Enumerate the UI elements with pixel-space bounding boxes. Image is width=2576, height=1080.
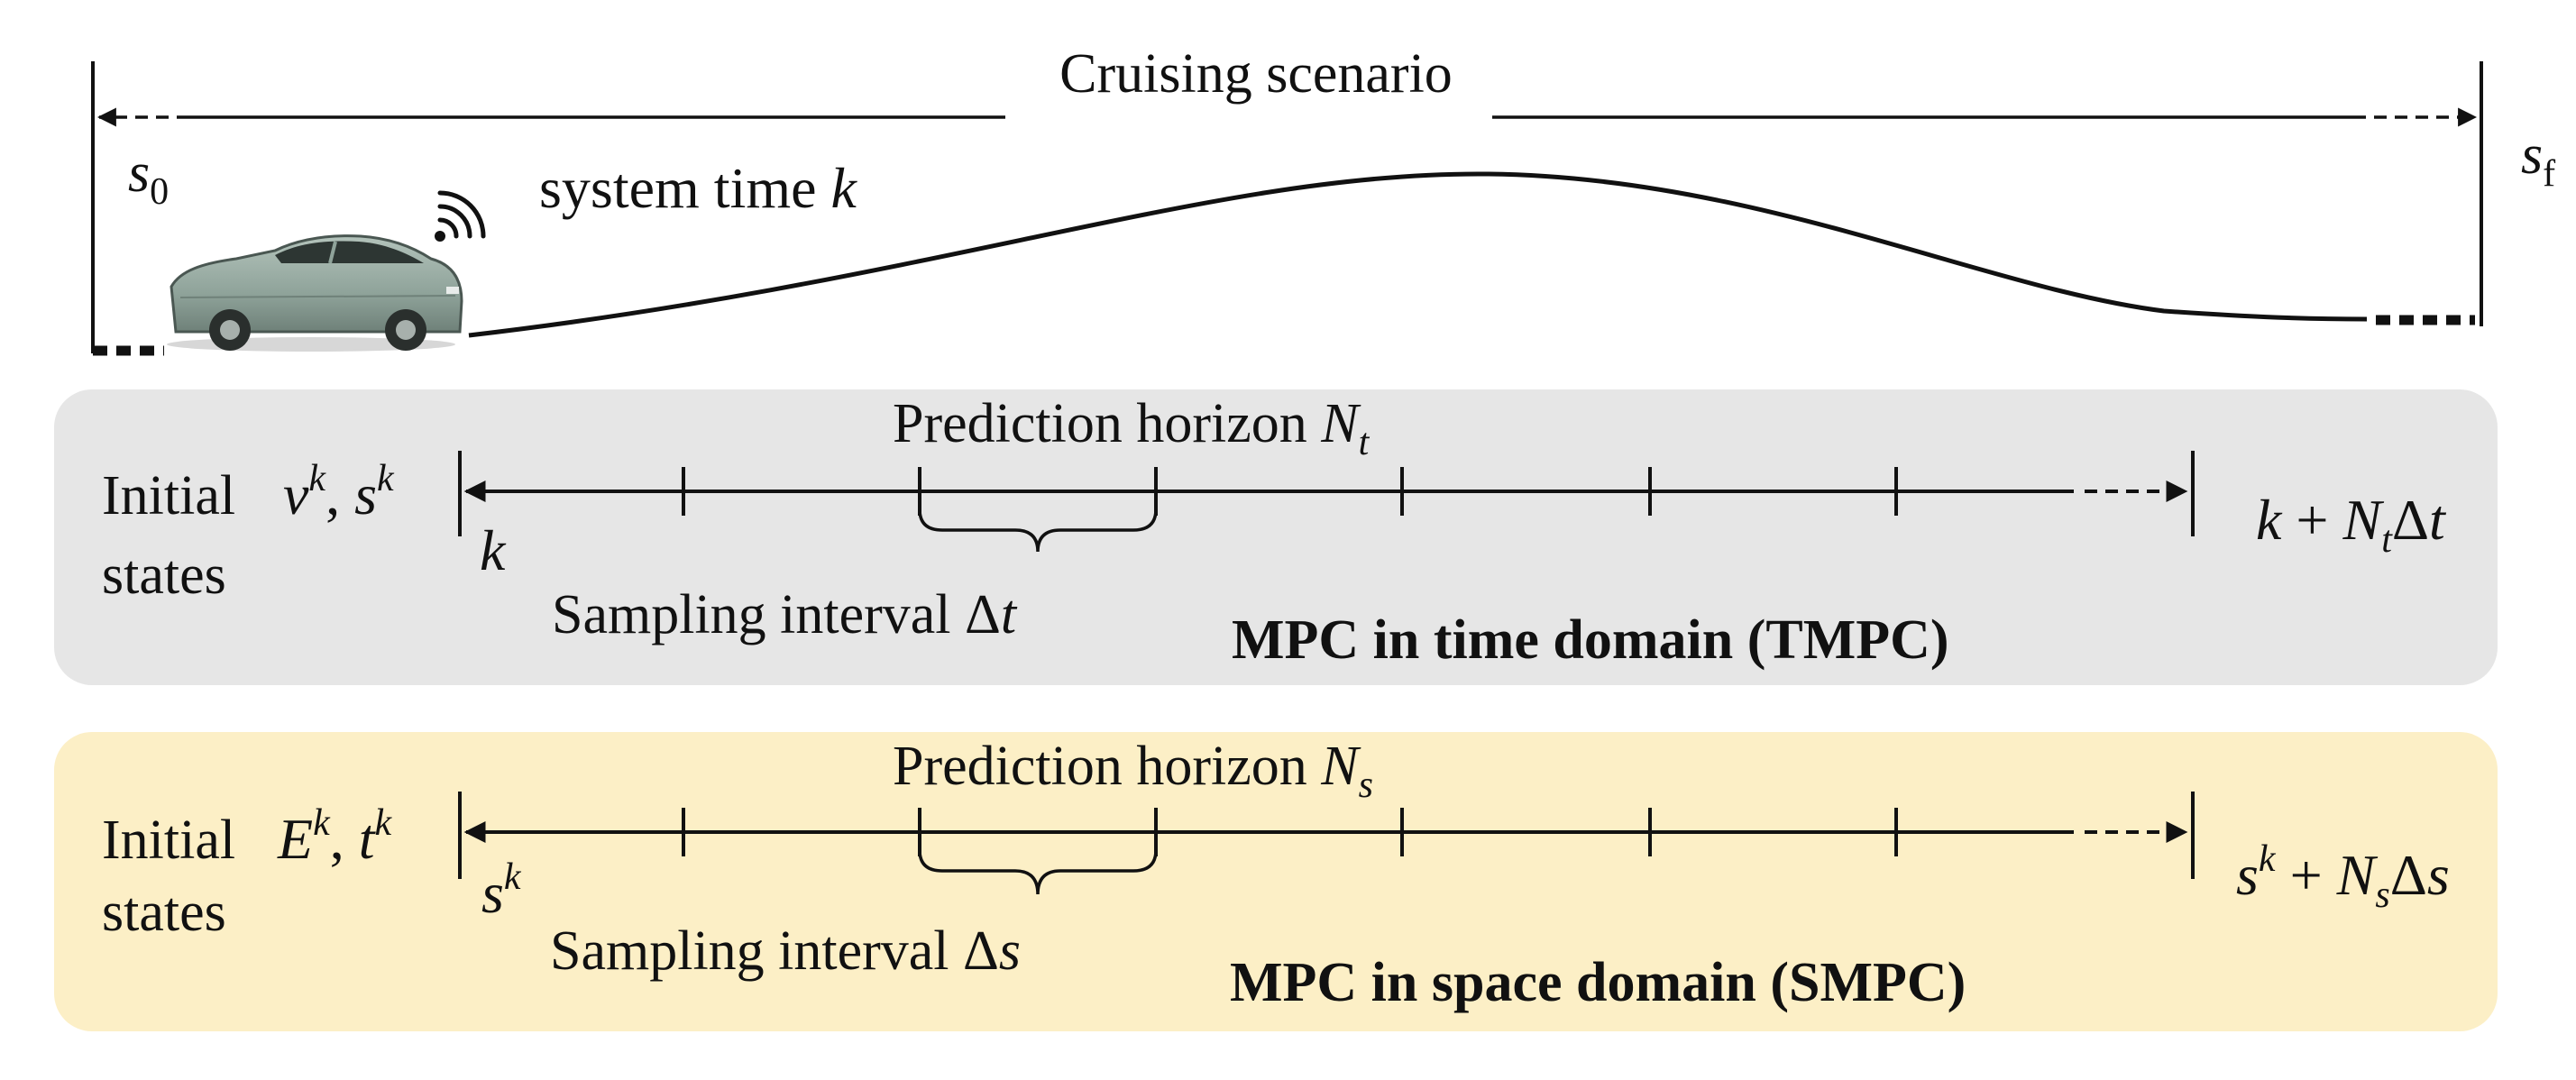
smpc-start-sup: k <box>504 856 522 898</box>
smpc-horizon-text: Prediction horizon <box>893 736 1321 797</box>
smpc-start-var: s <box>481 861 504 925</box>
tmpc-state-sep: , <box>325 462 354 526</box>
smpc-interval-label: Sampling interval Δs <box>550 920 1021 982</box>
tmpc-state-a: v <box>283 462 309 526</box>
end-position-sub: f <box>2543 153 2555 195</box>
tmpc-interval-brace <box>918 508 1158 553</box>
tmpc-end-d: t <box>2429 488 2447 552</box>
tmpc-interval-label: Sampling interval Δt <box>552 584 1018 645</box>
tmpc-end-b: N <box>2342 488 2385 552</box>
smpc-end-b-sub: s <box>2375 874 2389 916</box>
tmpc-state-a-sup: k <box>308 458 326 499</box>
tmpc-horizon-sub: t <box>1359 422 1371 463</box>
tmpc-interval-text: Sampling interval Δ <box>552 584 1001 645</box>
smpc-initial-line2: states <box>102 882 226 943</box>
smpc-state-a: E <box>277 807 313 871</box>
tmpc-end-c: Δ <box>2392 488 2429 552</box>
smpc-end-b: N <box>2336 843 2379 907</box>
tmpc-interval-var: t <box>1001 584 1018 645</box>
smpc-interval-text: Sampling interval Δ <box>550 920 999 982</box>
tmpc-initial-state: vk, sk <box>283 458 395 526</box>
smpc-end-a: s <box>2236 843 2259 907</box>
scenario-title-bg <box>1005 86 1492 140</box>
smpc-horizon-label: Prediction horizon Ns <box>893 736 1373 806</box>
tmpc-end-op: + <box>2281 488 2342 552</box>
start-position-label: s0 <box>128 142 169 213</box>
tmpc-horizon-var: N <box>1320 393 1361 454</box>
end-position-label: sf <box>2521 124 2555 195</box>
tmpc-end-b-sub: t <box>2381 519 2393 561</box>
smpc-background <box>54 732 2498 1031</box>
system-time-text: system time <box>539 156 831 220</box>
smpc-state-a-sup: k <box>313 802 331 844</box>
smpc-horizon-sub: s <box>1359 764 1373 806</box>
tmpc-end-label: k + NtΔt <box>2256 488 2447 561</box>
smpc-initial-state: Ek, tk <box>277 802 393 871</box>
start-position-var: s <box>128 142 150 204</box>
tmpc-initial-line2: states <box>102 545 226 606</box>
smpc-end-op: + <box>2276 843 2337 907</box>
car-icon <box>167 234 463 352</box>
smpc-initial-line1: Initial <box>102 810 235 871</box>
smpc-interval-var: s <box>999 920 1021 982</box>
smpc-end-c: Δ <box>2390 843 2427 907</box>
tmpc-start-var: k <box>480 518 507 582</box>
smpc-interval-brace <box>918 849 1158 895</box>
system-time-var: k <box>831 156 858 220</box>
tmpc-background <box>54 389 2498 685</box>
tmpc-ticks <box>682 467 1898 516</box>
tmpc-title: MPC in time domain (TMPC) <box>1232 609 1949 671</box>
system-time-label: system time k <box>539 156 858 220</box>
smpc-ticks <box>682 808 1898 856</box>
smpc-horizon-var: N <box>1320 736 1361 797</box>
tmpc-end-a: k <box>2256 488 2283 552</box>
tmpc-panel: Initial states vk, sk Prediction horizon… <box>54 389 2498 685</box>
smpc-end-a-sup: k <box>2259 838 2277 880</box>
road-profile <box>468 171 2368 338</box>
end-position-var: s <box>2521 124 2543 186</box>
tmpc-horizon-text: Prediction horizon <box>893 393 1321 454</box>
cruising-scenario: Cruising scenario s0 sf system time k <box>91 43 2555 356</box>
tmpc-horizon-label: Prediction horizon Nt <box>893 393 1371 463</box>
smpc-title: MPC in space domain (SMPC) <box>1230 952 1966 1013</box>
wireless-signal-icon <box>435 190 486 242</box>
smpc-start-label: sk <box>481 856 522 925</box>
scenario-title: Cruising scenario <box>1059 43 1453 105</box>
start-position-sub: 0 <box>150 171 169 213</box>
smpc-state-b: t <box>359 807 377 871</box>
tmpc-state-b: s <box>354 462 377 526</box>
tmpc-initial-line1: Initial <box>102 465 235 526</box>
smpc-end-label: sk + NsΔs <box>2236 838 2450 916</box>
smpc-panel: Initial states Ek, tk Prediction horizon… <box>54 732 2498 1031</box>
tmpc-state-b-sup: k <box>377 458 395 499</box>
smpc-state-sep: , <box>330 807 359 871</box>
smpc-state-b-sup: k <box>375 802 393 844</box>
smpc-end-d: s <box>2427 843 2450 907</box>
